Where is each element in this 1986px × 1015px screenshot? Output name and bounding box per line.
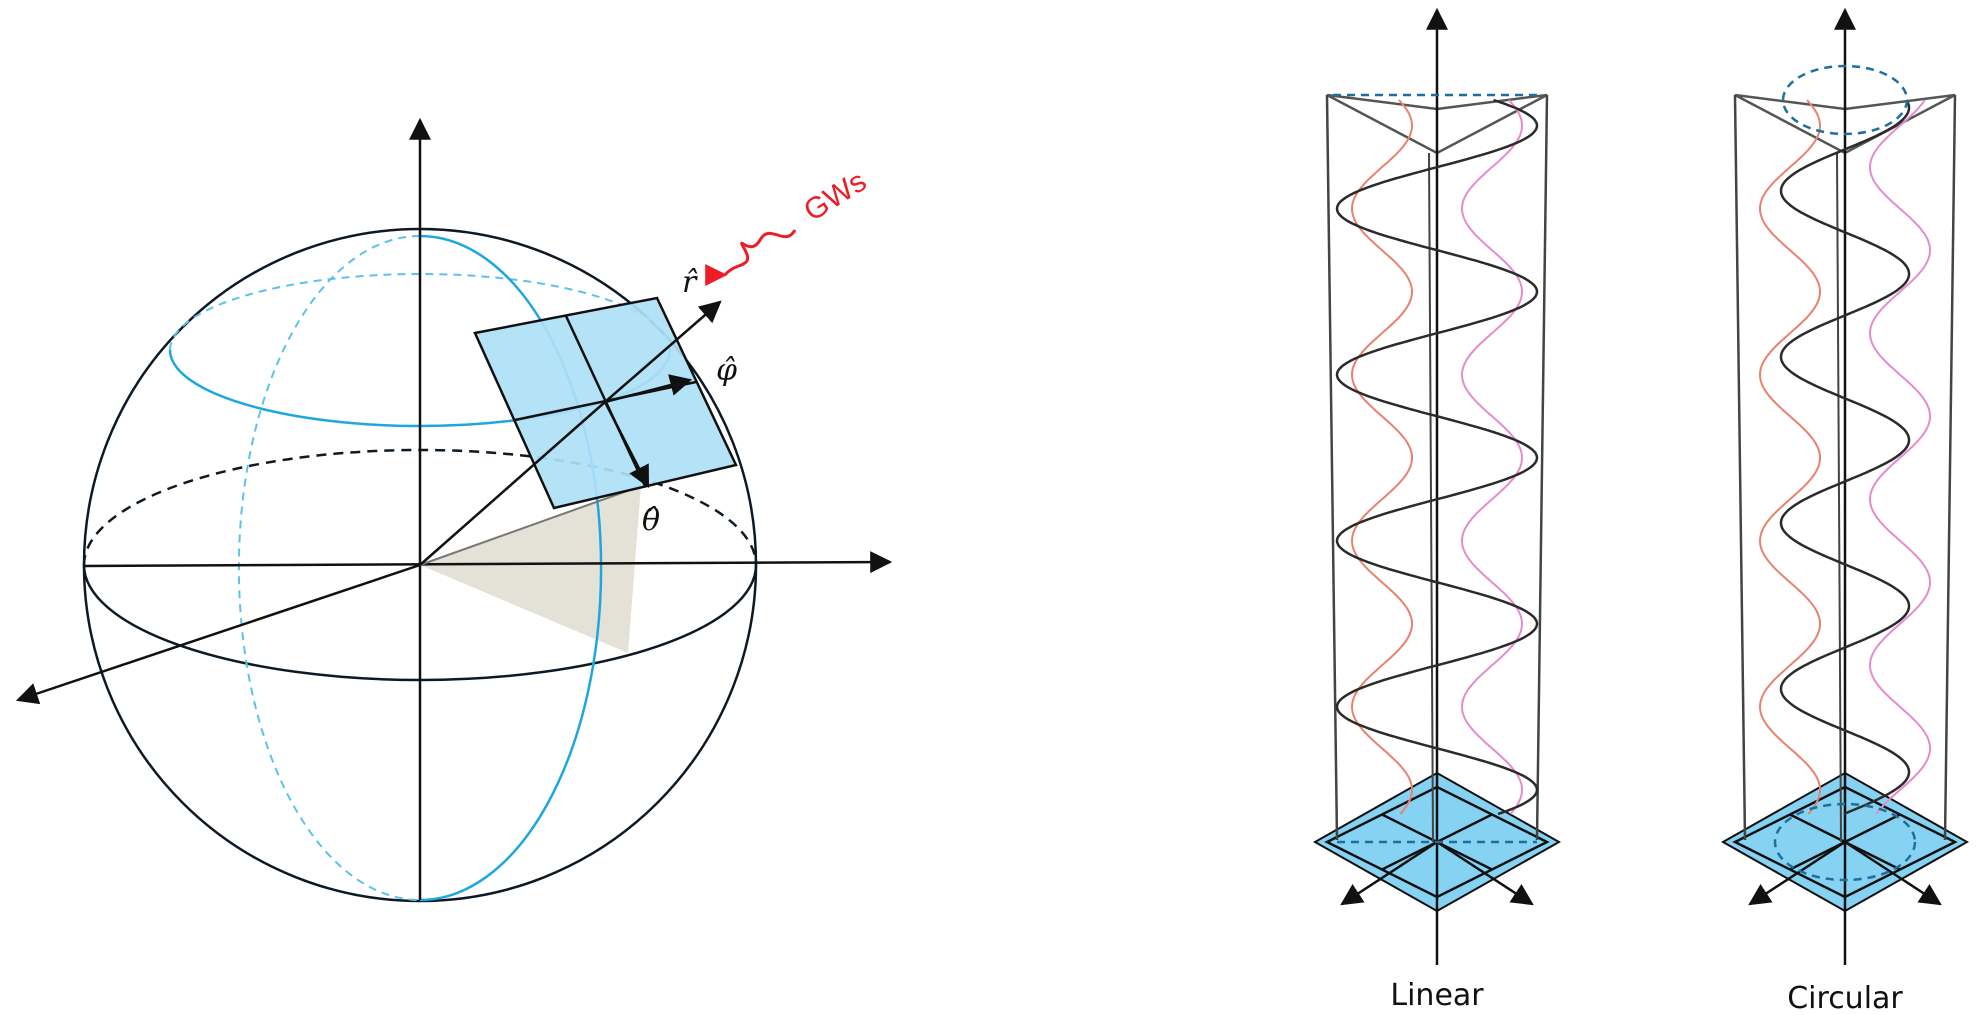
theta-hat-label: θ̂ bbox=[642, 503, 660, 538]
meridian-front bbox=[419, 234, 603, 902]
meridian-back bbox=[237, 235, 421, 901]
x-axis bbox=[15, 563, 421, 705]
base-axis-arrow bbox=[1844, 840, 1942, 906]
r-hat-label: r̂ bbox=[682, 265, 698, 300]
sphere-diagram: r̂ φ̂ θ̂ GWs bbox=[15, 117, 893, 903]
circular-pattern-top bbox=[1781, 64, 1909, 136]
base-axis-arrow bbox=[1436, 840, 1534, 906]
r-hat-arrow bbox=[604, 300, 722, 403]
prism-edge bbox=[1943, 94, 1957, 841]
circular-pattern-base bbox=[1773, 802, 1917, 882]
cross-projection-curve bbox=[1460, 99, 1523, 815]
phi-hat-arrow bbox=[604, 374, 693, 404]
gw-wave-arrow bbox=[723, 229, 797, 277]
radius-line bbox=[419, 401, 606, 566]
theta-hat-arrow bbox=[603, 401, 650, 488]
wave-curve bbox=[1335, 98, 1539, 816]
polarization-column-circular bbox=[1720, 7, 1970, 965]
wedge-radius bbox=[419, 485, 642, 566]
plus-projection-curve bbox=[1758, 99, 1821, 815]
plus-projection-curve bbox=[1350, 99, 1413, 815]
prism-edge bbox=[1428, 152, 1434, 843]
prism-edge bbox=[1836, 152, 1842, 843]
polarization-column-linear bbox=[1312, 7, 1562, 965]
caption-circular: Circular bbox=[1787, 981, 1903, 1015]
base-axis-arrow bbox=[1340, 840, 1438, 906]
gw-label: GWs bbox=[798, 165, 872, 228]
prism-edge bbox=[1733, 94, 1747, 841]
theta-wedge bbox=[420, 486, 641, 653]
y-axis bbox=[83, 551, 893, 574]
latitude-back bbox=[169, 273, 671, 351]
caption-linear: Linear bbox=[1390, 978, 1484, 1013]
prism-edge bbox=[1325, 94, 1339, 841]
cross-projection-curve bbox=[1869, 99, 1932, 815]
prism-edge bbox=[1535, 94, 1549, 841]
wave-curve bbox=[1779, 99, 1911, 816]
base-axis-arrow bbox=[1748, 840, 1846, 906]
phi-hat-label: φ̂ bbox=[716, 353, 737, 388]
